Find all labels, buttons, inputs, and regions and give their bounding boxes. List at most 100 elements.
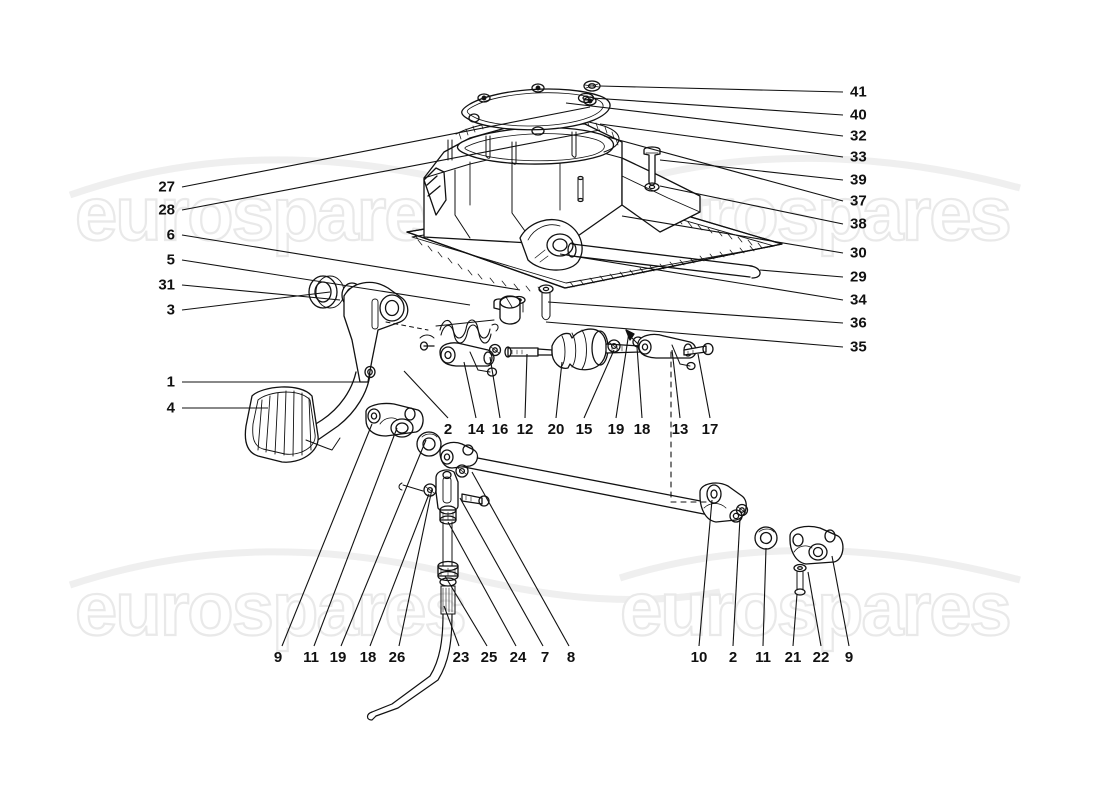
leader-35 bbox=[545, 321, 844, 348]
bolt-17 bbox=[683, 342, 714, 356]
callout-33[interactable]: 33 bbox=[850, 148, 867, 166]
callout-29[interactable]: 29 bbox=[850, 268, 867, 286]
leader-28 bbox=[181, 129, 601, 211]
callout-21[interactable]: 21 bbox=[784, 649, 802, 666]
leader-16 bbox=[489, 356, 501, 419]
callout-25[interactable]: 25 bbox=[480, 649, 498, 666]
leader-20 bbox=[555, 361, 563, 419]
leader-31 bbox=[181, 284, 341, 301]
callout-11-left[interactable]: 11 bbox=[303, 649, 319, 666]
leader-18-left bbox=[369, 493, 430, 647]
callout-22[interactable]: 22 bbox=[812, 649, 830, 666]
leader-25 bbox=[444, 575, 488, 647]
leader-11-right bbox=[762, 547, 767, 647]
callout-11-right[interactable]: 11 bbox=[755, 649, 771, 666]
return-spring-and-rod bbox=[419, 295, 521, 351]
callout-12[interactable]: 12 bbox=[516, 421, 534, 438]
callout-27[interactable]: 27 bbox=[158, 178, 175, 196]
leader-9-left bbox=[281, 423, 373, 647]
callout-3[interactable]: 3 bbox=[166, 301, 175, 319]
callout-4[interactable]: 4 bbox=[166, 399, 175, 417]
bolt-and-washer-right bbox=[643, 146, 661, 192]
callout-30[interactable]: 30 bbox=[850, 244, 867, 262]
leader-6 bbox=[181, 234, 521, 291]
leader-9-right bbox=[831, 555, 850, 647]
vertical-push-rod-assembly bbox=[366, 469, 490, 721]
cross-linkage-rod bbox=[439, 441, 749, 523]
leader-14 bbox=[463, 361, 477, 419]
callout-40[interactable]: 40 bbox=[850, 106, 867, 124]
callout-23[interactable]: 23 bbox=[452, 649, 470, 666]
clutch-pedal-assembly bbox=[244, 275, 409, 463]
callout-38[interactable]: 38 bbox=[850, 215, 867, 233]
callout-6[interactable]: 6 bbox=[166, 226, 175, 244]
leader-38 bbox=[659, 185, 844, 225]
callout-32[interactable]: 32 bbox=[850, 127, 867, 145]
callout-16[interactable]: 16 bbox=[491, 421, 509, 438]
callout-31[interactable]: 31 bbox=[158, 276, 175, 294]
callout-18-left[interactable]: 18 bbox=[359, 649, 377, 666]
callout-37[interactable]: 37 bbox=[850, 192, 867, 210]
callout-13[interactable]: 13 bbox=[671, 421, 689, 438]
callout-28[interactable]: 28 bbox=[158, 201, 175, 219]
leader-30 bbox=[621, 215, 844, 254]
callout-2-right[interactable]: 2 bbox=[728, 649, 738, 666]
leader-36 bbox=[547, 301, 844, 324]
leader-33 bbox=[599, 123, 844, 158]
leader-2-right bbox=[732, 517, 741, 647]
callout-36[interactable]: 36 bbox=[850, 314, 867, 332]
callout-19-mid[interactable]: 19 bbox=[607, 421, 625, 438]
callout-7[interactable]: 7 bbox=[540, 649, 550, 666]
callout-8[interactable]: 8 bbox=[566, 649, 576, 666]
leader-32 bbox=[565, 102, 844, 137]
callout-24[interactable]: 24 bbox=[509, 649, 527, 666]
pivot-bracket-right bbox=[789, 525, 844, 596]
leader-11-left bbox=[313, 427, 398, 647]
callout-19-left[interactable]: 19 bbox=[329, 649, 347, 666]
washer-15-pin-19 bbox=[607, 329, 644, 353]
leader-23 bbox=[443, 605, 460, 647]
callout-5[interactable]: 5 bbox=[166, 251, 175, 269]
callout-17[interactable]: 17 bbox=[701, 421, 719, 438]
leader-12 bbox=[524, 353, 528, 419]
leader-29 bbox=[759, 269, 844, 278]
callout-1[interactable]: 1 bbox=[166, 373, 175, 391]
callout-14[interactable]: 14 bbox=[467, 421, 485, 438]
leader-26 bbox=[398, 488, 433, 647]
callout-41[interactable]: 41 bbox=[850, 83, 867, 101]
callout-10[interactable]: 10 bbox=[690, 649, 708, 666]
leader-21 bbox=[792, 593, 798, 647]
callout-39[interactable]: 39 bbox=[850, 171, 867, 189]
callout-35[interactable]: 35 bbox=[850, 338, 867, 356]
callout-20[interactable]: 20 bbox=[547, 421, 565, 438]
leader-7 bbox=[459, 497, 544, 647]
leader-34 bbox=[559, 253, 844, 301]
leader-22 bbox=[807, 571, 822, 647]
leader-18-mid bbox=[636, 346, 643, 419]
leader-37 bbox=[603, 135, 844, 202]
leader-27 bbox=[181, 106, 591, 188]
leader-3 bbox=[181, 291, 331, 311]
leader-10 bbox=[698, 499, 713, 647]
callout-18-mid[interactable]: 18 bbox=[633, 421, 651, 438]
watermark-text: eurospares bbox=[75, 172, 465, 257]
leader-19-left bbox=[340, 439, 427, 647]
callout-26[interactable]: 26 bbox=[388, 649, 406, 666]
callout-2-mid[interactable]: 2 bbox=[443, 421, 453, 438]
leader-40 bbox=[591, 97, 844, 116]
bushing-11-left bbox=[416, 431, 442, 457]
callout-34[interactable]: 34 bbox=[850, 291, 867, 309]
leader-41 bbox=[599, 85, 844, 93]
clevis-fork-link bbox=[439, 342, 502, 377]
push-rod-12 bbox=[504, 346, 553, 358]
callout-9-left[interactable]: 9 bbox=[273, 649, 283, 666]
leader-19-mid bbox=[615, 331, 630, 419]
callout-9-right[interactable]: 9 bbox=[844, 649, 854, 666]
leader-8 bbox=[471, 471, 570, 647]
leader-17 bbox=[697, 353, 711, 419]
callout-15[interactable]: 15 bbox=[575, 421, 593, 438]
leader-2-mid bbox=[403, 370, 449, 419]
